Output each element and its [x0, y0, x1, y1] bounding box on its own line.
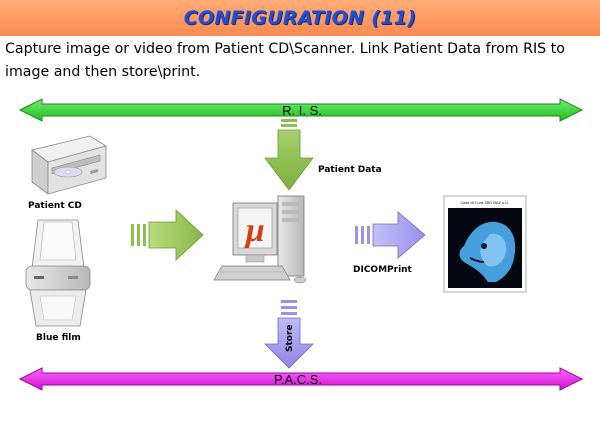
patient-data-label: Patient Data [318, 165, 382, 175]
pacs-bus: P.A.C.S. [18, 367, 584, 391]
workstation-logo: µ [244, 212, 265, 249]
workstation-icon: µ [213, 195, 307, 284]
dicom-print-label: DICOMPrint [353, 265, 413, 275]
store-arrow [264, 300, 314, 369]
ris-bus: R. I. S. [18, 98, 584, 122]
film-scanner-icon [25, 219, 91, 327]
store-label: Store [285, 324, 295, 352]
pacs-bus-arrow [18, 367, 584, 391]
ris-bus-label: R. I. S. [282, 103, 322, 118]
input-arrow [131, 209, 204, 261]
dicom-print-arrow [355, 211, 426, 259]
pacs-bus-label: P.A.C.S. [274, 372, 322, 387]
title-bar: CONFIGURATION (11) [0, 0, 600, 36]
description-text: Capture image or video from Patient CD\S… [5, 41, 565, 80]
blue-film-label: Blue film [36, 333, 81, 343]
patient-data-arrow [264, 119, 314, 191]
patient-cd-label: Patient CD [28, 201, 82, 211]
ris-bus-arrow [18, 98, 584, 122]
slide-title: CONFIGURATION (11) [183, 7, 417, 29]
xray-print-icon: Casa di Cura SRO DAZ s.r.l. [443, 195, 527, 293]
cd-drive-icon [31, 135, 107, 195]
print-preview-caption: Casa di Cura SRO DAZ s.r.l. [461, 201, 510, 205]
